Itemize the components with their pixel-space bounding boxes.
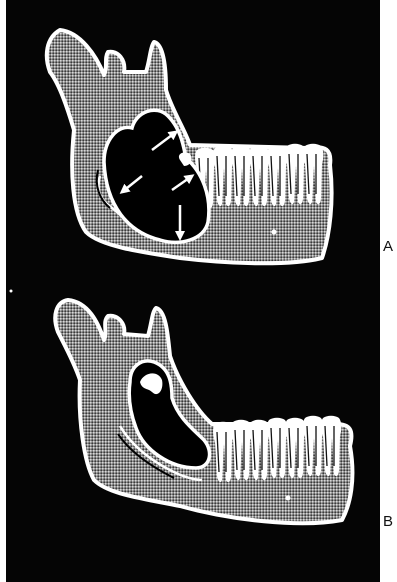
- mental-foramen-a: [272, 230, 277, 235]
- panel-label-a: A: [383, 239, 393, 254]
- mental-foramen-b: [286, 496, 291, 501]
- panel-label-b: B: [383, 514, 393, 529]
